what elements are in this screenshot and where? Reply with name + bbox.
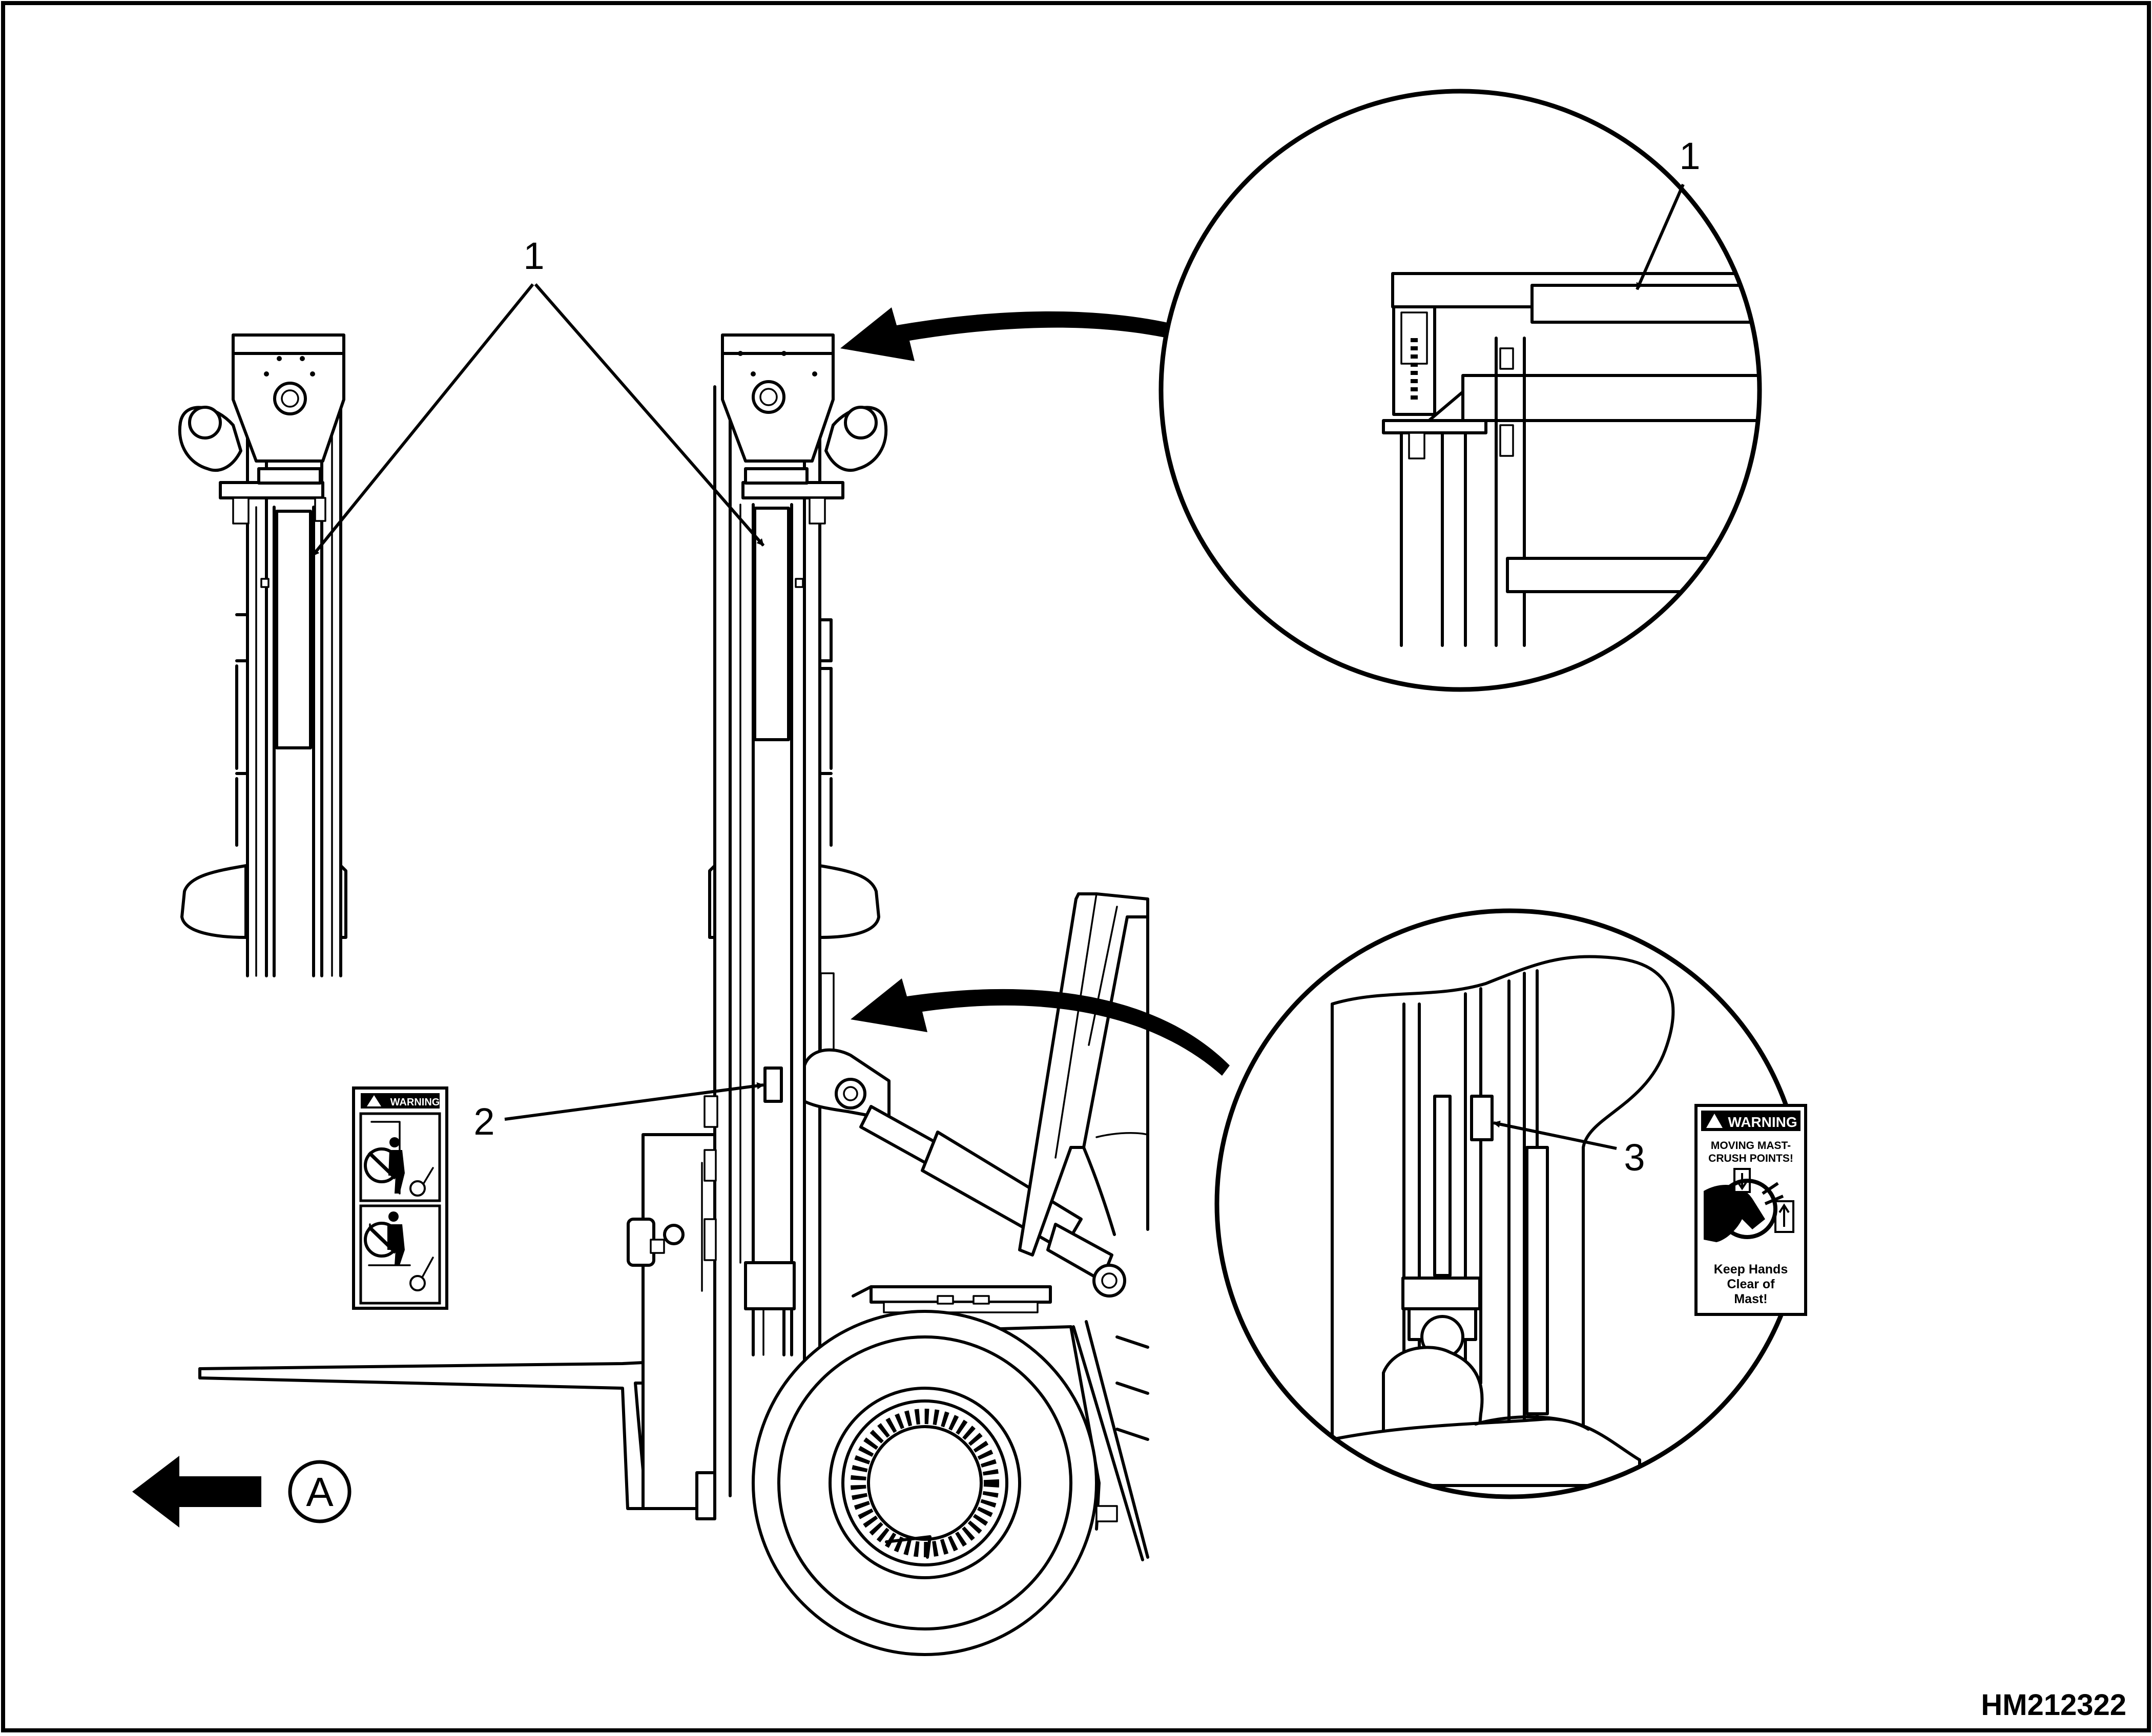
callout-1-detail: 1 xyxy=(1679,135,1700,177)
callout-1-mast: 1 xyxy=(523,235,544,277)
warning-decal-small: WARNING xyxy=(352,1086,448,1310)
center-mast-view xyxy=(703,333,888,1497)
figure-id: HM212322 xyxy=(1981,1688,2126,1722)
decal-large-line3: Keep Hands xyxy=(1714,1262,1788,1277)
decal-small-header: WARNING xyxy=(390,1097,440,1108)
callout-2: 2 xyxy=(473,1100,494,1143)
decal-large-line4: Clear of xyxy=(1727,1277,1775,1291)
warning-decal-large: WARNING MOVING MAST- CRUSH POINTS! Keep … xyxy=(1694,1104,1807,1316)
front-direction-indicator: A xyxy=(132,1456,351,1528)
decal-large-line1: MOVING MAST- xyxy=(1711,1140,1791,1152)
leader-lines xyxy=(311,183,1685,1150)
direction-marker-label: A xyxy=(306,1469,334,1515)
decal-large-line5: Mast! xyxy=(1734,1292,1767,1306)
decal-large-line2: CRUSH POINTS! xyxy=(1708,1153,1793,1164)
left-mast-view xyxy=(178,333,347,977)
direction-arrow-icon xyxy=(132,1456,261,1528)
direction-marker-circle xyxy=(288,1460,351,1523)
callout-3: 3 xyxy=(1624,1136,1645,1179)
detail-circle-top xyxy=(1158,89,1762,692)
detail-circle-bottom xyxy=(1214,908,1806,1499)
forklift-body xyxy=(198,892,1149,1656)
decal-large-header: WARNING xyxy=(1728,1114,1797,1130)
